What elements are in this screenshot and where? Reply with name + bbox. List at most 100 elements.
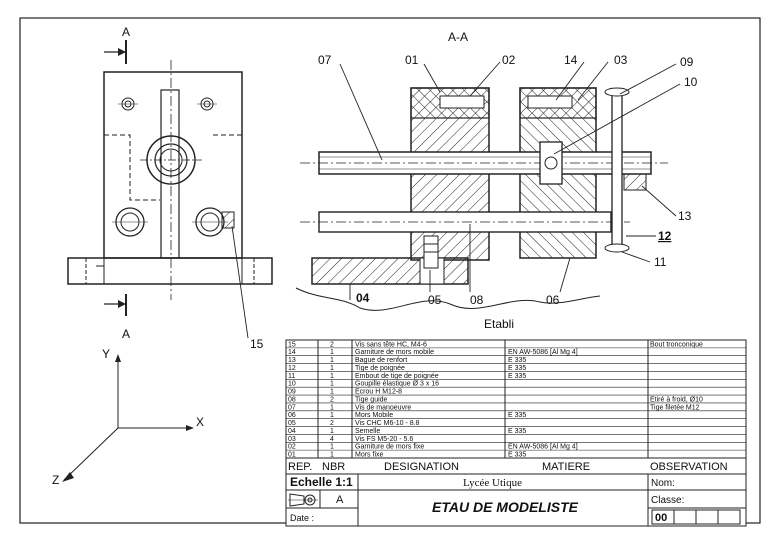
parts-row-designation: Tige de poignée	[355, 365, 405, 372]
base-plate-outline	[67, 257, 273, 285]
parts-row-designation: Embout de tige de poignée	[355, 373, 439, 380]
parts-row-designation: Vis sans tête HC, M4-6	[355, 341, 427, 348]
parts-row-rep: 09	[288, 389, 296, 396]
parts-row-designation: Semelle	[355, 428, 380, 435]
callout-06: 06	[546, 293, 560, 307]
callout-08: 08	[470, 293, 484, 307]
parts-row-designation: Vis FS M5-20 - 5.6	[355, 436, 413, 443]
parts-row-observation: Tige filetée M12	[650, 404, 700, 411]
parts-row-nbr: 2	[330, 396, 334, 403]
parts-row-rep: 08	[288, 396, 296, 403]
axis-triad: Y X Z	[52, 347, 204, 487]
callout-15: 15	[250, 337, 264, 351]
parts-row-rep: 12	[288, 365, 296, 372]
parts-row-nbr: 1	[330, 389, 334, 396]
callout-04: 04	[356, 291, 370, 305]
header-observation: OBSERVATION	[650, 461, 728, 473]
base-part-04	[311, 257, 469, 285]
parts-row-matiere: E 335	[508, 357, 526, 364]
parts-row-nbr: 1	[330, 428, 334, 435]
parts-row-designation: Goupille élastique Ø 3 x 16	[355, 381, 439, 388]
header-nbr: NBR	[322, 461, 345, 473]
callout-10: 10	[684, 75, 698, 89]
axis-x-label: X	[196, 415, 204, 429]
callout-02: 02	[502, 53, 516, 67]
section-title: A-A	[448, 30, 468, 44]
workbench-break-line	[295, 287, 601, 311]
parts-row-matiere: E 335	[508, 452, 526, 459]
parts-row-nbr: 2	[330, 341, 334, 348]
header-matiere: MATIERE	[542, 461, 590, 473]
parts-row-designation: Mors fixe	[355, 452, 384, 459]
school-name: Lycée Utique	[463, 477, 522, 489]
parts-list: REP. NBR DESIGNATION MATIERE OBSERVATION…	[285, 339, 747, 475]
parts-row-designation: Vis de manoeuvre	[355, 404, 411, 411]
parts-row-rep: 13	[288, 357, 296, 364]
callout-09: 09	[680, 55, 694, 69]
parts-row-matiere: E 335	[508, 428, 526, 435]
parts-row-rep: 03	[288, 436, 296, 443]
parts-row-nbr: 1	[330, 373, 334, 380]
parts-row-observation: Bout tronconique	[650, 341, 703, 348]
parts-row-nbr: 1	[330, 349, 334, 356]
parts-row-observation: Etiré à froid, Ø10	[650, 396, 703, 403]
left-view: A A 15	[67, 25, 273, 351]
callout-07: 07	[318, 53, 332, 67]
parts-row-matiere: E 335	[508, 412, 526, 419]
parts-row-designation: Garniture de mors fixe	[355, 444, 424, 451]
name-label: Nom:	[651, 478, 675, 489]
parts-row-designation: Ecrou H M12-8	[355, 389, 402, 396]
parts-row-nbr: 1	[330, 452, 334, 459]
axis-y-label: Y	[102, 347, 110, 361]
projection-label: A	[336, 494, 344, 506]
parts-row-nbr: 1	[330, 444, 334, 451]
callout-12: 12	[658, 229, 672, 243]
parts-row-rep: 05	[288, 420, 296, 427]
parts-row-rep: 07	[288, 404, 296, 411]
parts-row-nbr: 1	[330, 357, 334, 364]
parts-row-matiere: E 335	[508, 373, 526, 380]
parts-row-nbr: 1	[330, 381, 334, 388]
parts-row-rep: 01	[288, 452, 296, 459]
parts-row-nbr: 1	[330, 412, 334, 419]
handle-rod-part-12	[611, 91, 623, 249]
drawing-number: 00	[655, 512, 667, 524]
class-label: Classe:	[651, 495, 684, 506]
callout-01: 01	[405, 53, 419, 67]
scale-label: Echelle 1:1	[290, 475, 353, 489]
drawing-title: ETAU DE MODELISTE	[432, 499, 579, 515]
workbench-label: Etabli	[484, 317, 514, 331]
callout-14: 14	[564, 53, 578, 67]
header-rep: REP.	[288, 461, 312, 473]
parts-row-matiere: EN AW-5086 [Al Mg 4]	[508, 349, 578, 356]
section-marker-top: A	[122, 25, 130, 39]
callout-11: 11	[654, 255, 667, 269]
parts-row-designation: Bague de renfort	[355, 357, 407, 364]
axis-z-label: Z	[52, 473, 59, 487]
parts-row-nbr: 2	[330, 420, 334, 427]
parts-row-matiere: E 335	[508, 365, 526, 372]
parts-row-rep: 15	[288, 341, 296, 348]
parts-row-rep: 04	[288, 428, 296, 435]
title-block: Echelle 1:1 Lycée Utique ETAU DE MODELIS…	[285, 473, 747, 527]
callout-05: 05	[428, 293, 442, 307]
parts-row-rep: 06	[288, 412, 296, 419]
parts-row-rep: 02	[288, 444, 296, 451]
parts-row-nbr: 1	[330, 365, 334, 372]
section-view-a-a: A-A Etabli	[295, 30, 698, 331]
section-marker-bottom: A	[122, 327, 130, 341]
parts-row-rep: 14	[288, 349, 296, 356]
parts-row-rep: 10	[288, 381, 296, 388]
parts-row-designation: Mors Mobile	[355, 412, 393, 419]
callout-03: 03	[614, 53, 628, 67]
parts-row-rep: 11	[288, 373, 295, 380]
parts-row-nbr: 1	[330, 404, 334, 411]
parts-row-designation: Vis CHC M6-10 - 8.8	[355, 420, 420, 427]
callout-13: 13	[678, 209, 692, 223]
parts-row-nbr: 4	[330, 436, 334, 443]
header-designation: DESIGNATION	[384, 461, 459, 473]
date-label: Date :	[290, 513, 314, 523]
parts-row-matiere: EN AW-5086 [Al Mg 4]	[508, 444, 578, 451]
